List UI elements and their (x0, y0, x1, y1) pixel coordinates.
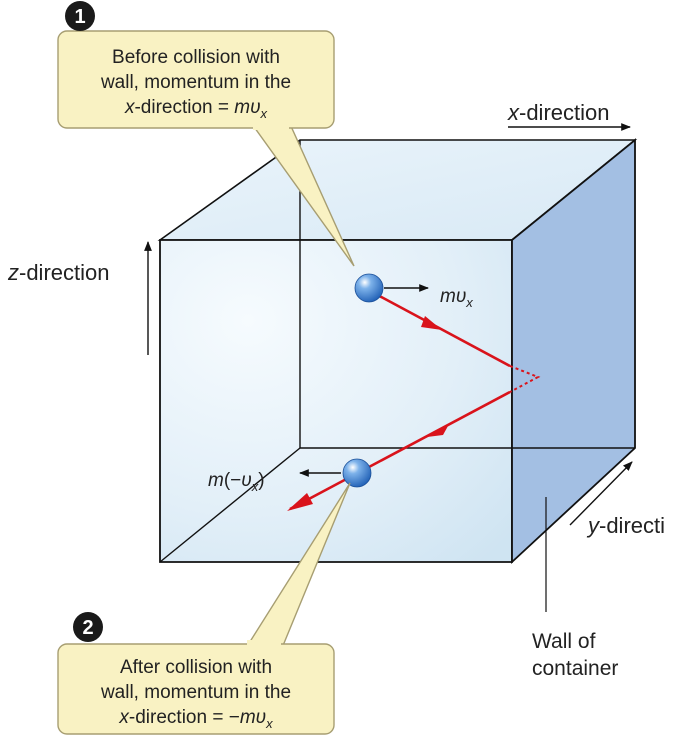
callout-after-line3: x-direction = −mυx (118, 707, 273, 731)
y-direction-arrow (569, 461, 633, 526)
molecule-before (354, 273, 384, 303)
callout-after: 2 After collision with wall, momentum in… (57, 482, 351, 735)
callout-before-badge (65, 1, 95, 31)
callout-before-box (57, 30, 335, 129)
z-direction-label: z-direction (7, 260, 109, 285)
callout-before: 1 Before collision with wall, momentum i… (57, 1, 355, 267)
momentum-after-label: m(−υx) (208, 470, 265, 494)
y-direction-label: y-directi (586, 513, 665, 538)
callout-before-line2: wall, momentum in the (100, 72, 291, 93)
callout-after-number: 2 (82, 617, 93, 639)
callout-before-line1: Before collision with (112, 47, 280, 68)
wall-label: Wall of container (532, 497, 618, 680)
z-axis-indicator: z-direction (7, 241, 152, 355)
y-axis-indicator: y-directi (569, 461, 665, 538)
path-outgoing (289, 390, 511, 511)
path-arrowhead-mid (427, 426, 448, 437)
wall-label-line1: Wall of (532, 630, 596, 653)
back-diagonal-edge (159, 447, 301, 563)
path-incoming (371, 290, 511, 368)
callout-before-number: 1 (74, 6, 85, 28)
callout-before-line3: x-direction = mυx (124, 97, 268, 121)
molecule-path (287, 290, 541, 511)
path-arrowhead-incoming (421, 316, 442, 330)
momentum-before-label: mυx (440, 286, 473, 310)
path-arrowhead-out (287, 493, 313, 511)
container-box (157, 138, 638, 565)
molecule-after (342, 458, 372, 488)
callout-after-line1: After collision with (120, 657, 272, 678)
callout-after-box (57, 643, 335, 735)
wall-label-line2: container (532, 657, 618, 680)
callout-after-line2: wall, momentum in the (100, 682, 291, 703)
x-direction-label: x-direction (507, 100, 609, 125)
path-behind-wall (509, 365, 541, 393)
callout-after-badge (73, 612, 103, 642)
x-axis-indicator: x-direction (507, 100, 631, 131)
